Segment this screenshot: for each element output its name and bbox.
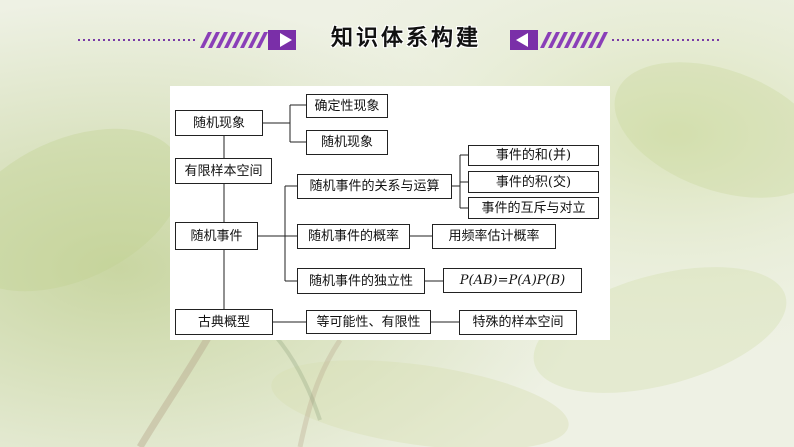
node-random-phenomenon: 随机现象 bbox=[175, 110, 263, 136]
node-event-product: 事件的积(交) bbox=[468, 171, 599, 193]
node-equal-likely-finite: 等可能性、有限性 bbox=[306, 310, 431, 334]
node-classical-model: 古典概型 bbox=[175, 309, 273, 335]
right-arrow-icon bbox=[516, 33, 528, 47]
header-decoration bbox=[78, 30, 722, 50]
right-stripes-icon bbox=[540, 32, 608, 48]
left-arrow-icon bbox=[280, 33, 292, 47]
section-title: 知识体系构建 bbox=[330, 26, 481, 51]
node-event-mutual: 事件的互斥与对立 bbox=[468, 197, 599, 219]
node-event-sum: 事件的和(并) bbox=[468, 145, 599, 166]
node-frequency-estimate: 用频率估计概率 bbox=[432, 224, 556, 249]
node-event-probability: 随机事件的概率 bbox=[297, 224, 410, 249]
left-stripes-icon bbox=[200, 32, 268, 48]
node-random-phenomenon-leaf: 随机现象 bbox=[306, 130, 388, 155]
node-independence-formula: P(AB)=P(A)P(B) bbox=[443, 268, 582, 293]
node-event-independence: 随机事件的独立性 bbox=[297, 268, 425, 294]
node-finite-sample-space: 有限样本空间 bbox=[175, 158, 272, 184]
node-relation-operation: 随机事件的关系与运算 bbox=[297, 174, 452, 199]
node-special-sample-space: 特殊的样本空间 bbox=[459, 310, 577, 335]
node-deterministic-phenomenon: 确定性现象 bbox=[306, 94, 388, 118]
node-random-event: 随机事件 bbox=[175, 222, 258, 250]
